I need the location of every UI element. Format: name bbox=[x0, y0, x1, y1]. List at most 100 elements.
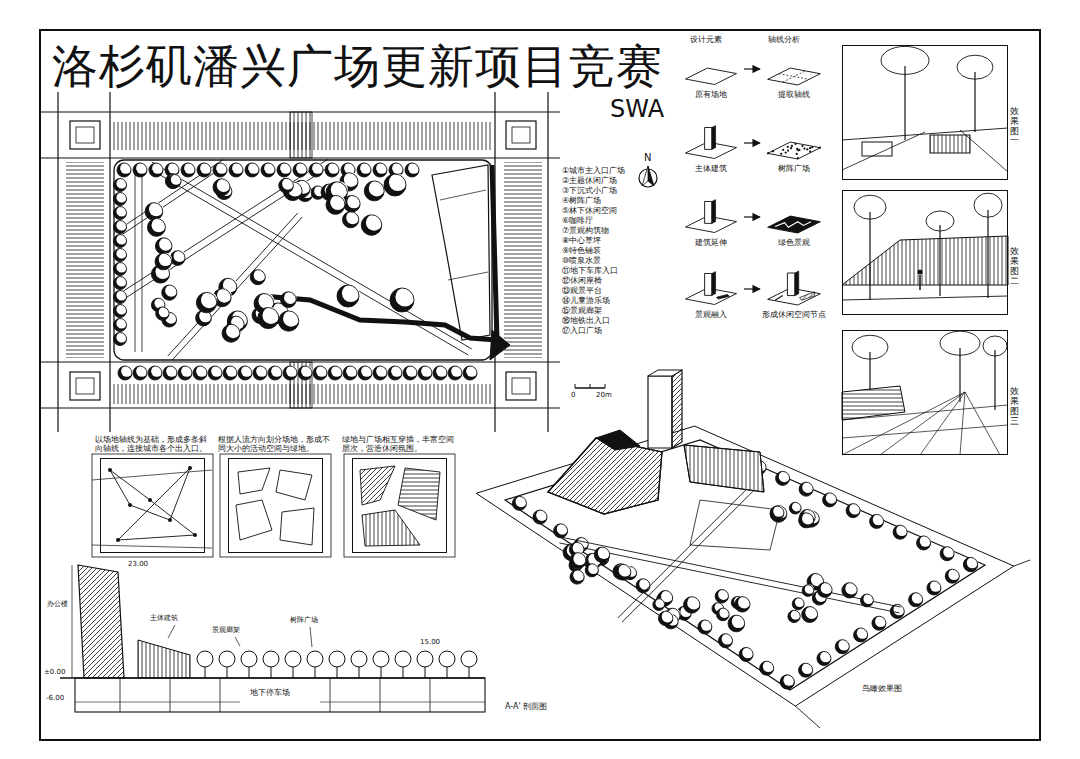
path-edge bbox=[114, 159, 328, 297]
concept-step: 提取轴线 bbox=[762, 48, 826, 102]
tree-dot bbox=[782, 149, 784, 151]
tree-outline bbox=[364, 181, 384, 201]
tree-shadow bbox=[842, 583, 857, 598]
board-title: 洛杉矶潘兴广场更新项目竞赛 bbox=[52, 36, 663, 98]
tree-crown bbox=[330, 195, 345, 210]
tree-shadow bbox=[155, 253, 172, 270]
tree-crown bbox=[116, 332, 126, 342]
tree-shadow bbox=[817, 651, 831, 665]
tree-shadow bbox=[196, 292, 216, 312]
crosswalk bbox=[290, 112, 312, 158]
tree-symbol bbox=[358, 366, 372, 380]
axis-line bbox=[170, 468, 190, 520]
tree-outline bbox=[344, 195, 361, 212]
axis-node bbox=[188, 466, 192, 470]
tree-outline bbox=[168, 174, 181, 187]
tree-crown bbox=[271, 366, 282, 377]
tree-outline bbox=[268, 366, 282, 380]
tree-crown bbox=[821, 582, 833, 594]
tree-outline bbox=[940, 547, 954, 561]
street-line bbox=[795, 706, 820, 728]
road-edge bbox=[547, 92, 548, 432]
tree-shadow bbox=[155, 238, 172, 255]
tree-symbol bbox=[554, 523, 568, 537]
tree-crown bbox=[805, 606, 818, 619]
tree-shadow bbox=[328, 366, 342, 380]
step-caption: 建筑延伸 bbox=[680, 238, 742, 248]
section-tree bbox=[461, 651, 477, 667]
legend-item: ⑩喷泉水景 bbox=[562, 256, 601, 265]
tree-crown bbox=[967, 557, 978, 568]
tree-outline bbox=[594, 547, 609, 562]
tree-shadow bbox=[909, 593, 923, 607]
tree-shadow bbox=[684, 597, 700, 613]
tree-symbol bbox=[148, 366, 162, 380]
tree-crown bbox=[826, 493, 837, 504]
tree-symbol bbox=[718, 633, 732, 647]
tree-shadow bbox=[114, 305, 127, 318]
tree-shadow bbox=[208, 366, 222, 380]
bench bbox=[862, 142, 892, 156]
site-plate bbox=[685, 68, 736, 84]
tree-outline bbox=[817, 583, 832, 598]
tree-symbol bbox=[328, 366, 342, 380]
drawing-label: 轴线分析 bbox=[768, 35, 800, 44]
tree-crown bbox=[264, 163, 275, 174]
axis-dash bbox=[779, 74, 809, 80]
tree-shadow bbox=[114, 333, 127, 346]
figure-line bbox=[775, 296, 783, 301]
tree-outline bbox=[114, 305, 127, 318]
tree-outline bbox=[283, 366, 297, 380]
tree-shadow bbox=[403, 366, 417, 380]
tree-symbol bbox=[325, 163, 339, 177]
analysis-frame: 绿地与广场相互穿插，丰富空间层次，营造休闲氛围。 bbox=[352, 458, 447, 553]
tree-crown bbox=[662, 611, 674, 623]
section-tree bbox=[351, 651, 367, 667]
tree-outline bbox=[728, 615, 745, 632]
drawing-label: -6.00 bbox=[46, 694, 64, 702]
tree-crown bbox=[262, 307, 279, 324]
concept-step: 形成休闲空间节点 bbox=[762, 268, 826, 322]
tree-shadow bbox=[802, 585, 814, 597]
legend-item: ⑧中心草坪 bbox=[562, 236, 601, 245]
tree-crown bbox=[152, 163, 163, 174]
tree-shadow bbox=[344, 195, 361, 212]
legend-item: ⑬观景平台 bbox=[562, 286, 602, 295]
green-pattern bbox=[775, 222, 811, 228]
tree-symbol bbox=[570, 552, 587, 569]
tree-shadow bbox=[118, 366, 132, 380]
tree-symbol bbox=[893, 525, 907, 539]
tree-shadow bbox=[653, 599, 665, 611]
tree-shadow bbox=[770, 506, 787, 523]
tree-symbol bbox=[114, 206, 127, 219]
tree-dot bbox=[796, 148, 798, 150]
designer-name: SWA bbox=[610, 96, 664, 124]
tree-dot bbox=[809, 150, 811, 152]
drawing-label: N bbox=[644, 152, 651, 164]
flow-arrow bbox=[744, 142, 760, 143]
tree-symbol bbox=[313, 366, 327, 380]
tower-front bbox=[705, 128, 712, 150]
tree-symbol bbox=[770, 505, 787, 522]
drawing-label: 设计元素 bbox=[690, 35, 722, 44]
tree-shadow bbox=[313, 366, 327, 380]
slab bbox=[800, 292, 815, 300]
tree-symbol bbox=[162, 285, 178, 301]
tree-outline bbox=[585, 564, 598, 577]
tree-outline bbox=[114, 277, 127, 290]
tree-crown bbox=[845, 582, 857, 594]
tree-crown bbox=[732, 615, 745, 628]
tree-symbol bbox=[145, 202, 163, 220]
tree-outline bbox=[861, 594, 874, 607]
tree-crown bbox=[152, 218, 166, 232]
drawing-label: ±0.00 bbox=[44, 668, 65, 676]
tree-dot bbox=[772, 150, 774, 152]
tree-crown bbox=[926, 211, 954, 231]
tree-outline bbox=[293, 163, 307, 177]
tree-crown bbox=[211, 366, 222, 377]
tree-symbol bbox=[403, 366, 417, 380]
tree-outline bbox=[155, 238, 172, 255]
tower-roof bbox=[648, 370, 682, 376]
tree-crown bbox=[116, 234, 126, 244]
